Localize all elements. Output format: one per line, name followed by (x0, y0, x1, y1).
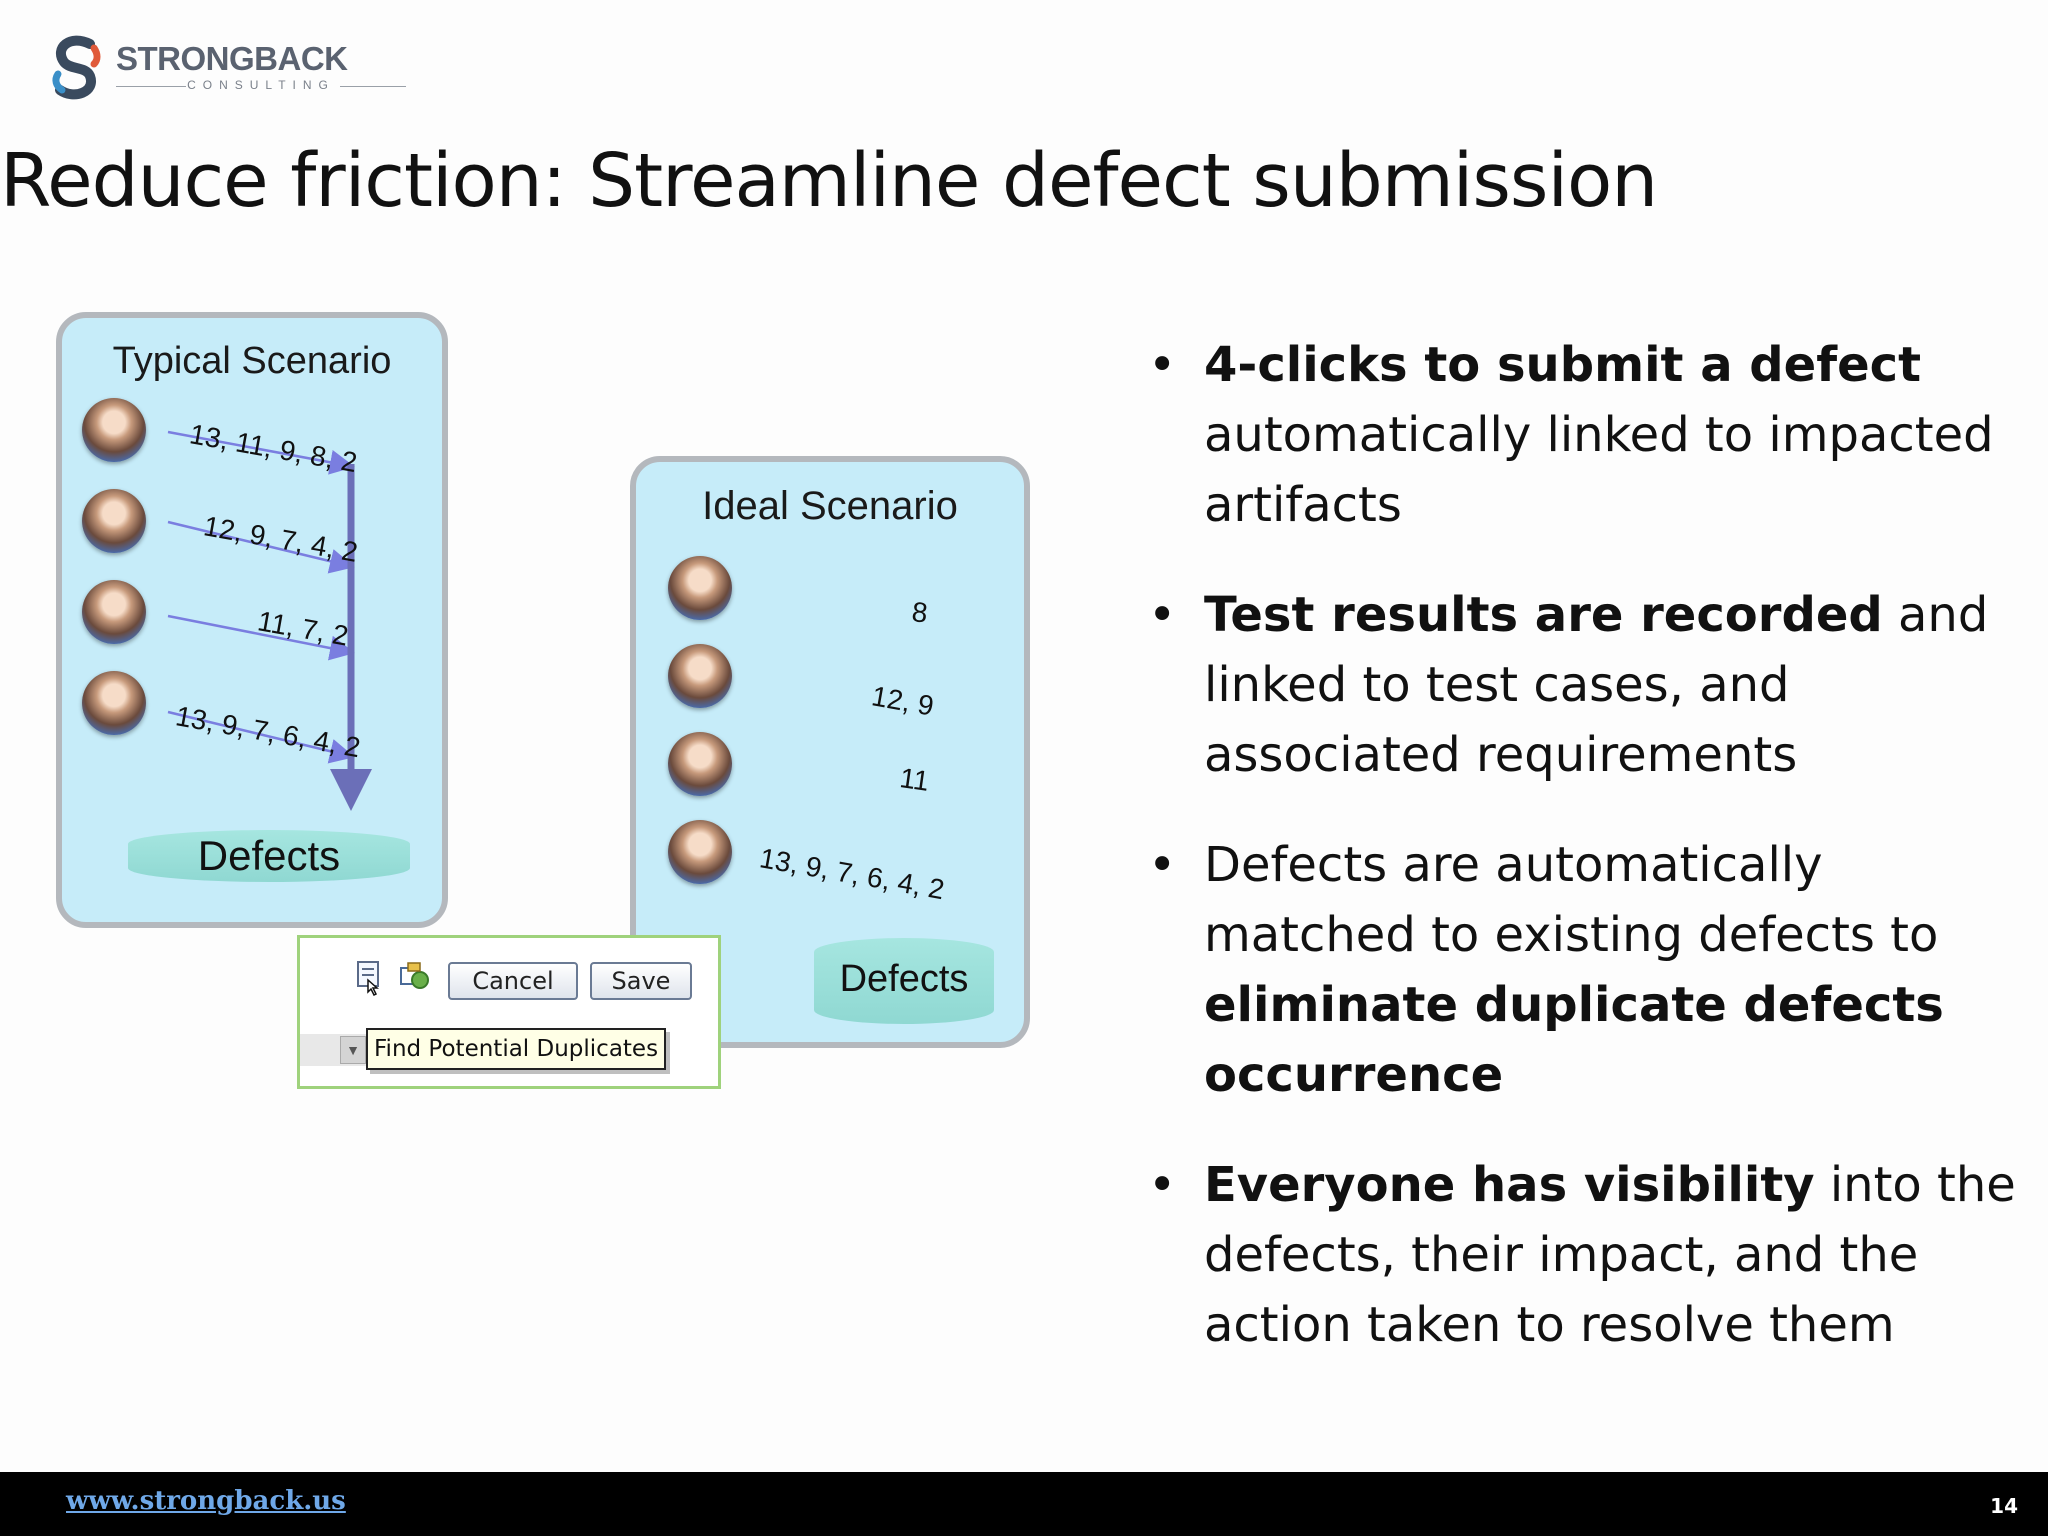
bullet-item-1: • 4-clicks to submit a defect automatica… (1148, 330, 2028, 540)
typical-defects-db (128, 830, 410, 882)
ideal-defects-label: Defects (839, 958, 969, 1000)
avatar-6 (668, 644, 732, 708)
logo-tagline: CONSULTING (187, 78, 335, 92)
company-logo: STRONGBACK CONSULTING (50, 34, 410, 104)
bullet-list: • 4-clicks to submit a defect automatica… (1148, 330, 2028, 1400)
avatar-5 (668, 556, 732, 620)
avatar-1 (82, 398, 146, 462)
website-link[interactable]: www.strongback.us (66, 1486, 346, 1516)
logo-mark-icon (52, 35, 101, 100)
cancel-button[interactable]: Cancel (448, 962, 578, 1000)
duplicate-finder-screenshot: Cancel Save ▼ Find Potential Duplicates (297, 935, 721, 1089)
bullet-marker: • (1148, 837, 1177, 893)
link-items-icon[interactable] (398, 960, 432, 994)
bullet-4-bold: Everyone has visibility (1204, 1157, 1815, 1213)
avatar-2 (82, 489, 146, 553)
avatar-7 (668, 732, 732, 796)
avatar-3 (82, 580, 146, 644)
chevron-down-icon: ▼ (340, 1036, 366, 1064)
typical-scenario-title: Typical Scenario (112, 340, 392, 382)
bullet-3-text: Defects are automatically matched to exi… (1204, 837, 1939, 963)
ideal-scenario-title: Ideal Scenario (702, 484, 958, 528)
partial-dropdown[interactable]: ▼ (300, 1034, 368, 1066)
find-duplicates-tooltip: Find Potential Duplicates (366, 1028, 667, 1070)
ideal-defects-db (814, 938, 994, 1024)
logo-rule-left (116, 86, 186, 87)
bullet-3-bold: eliminate duplicate defects occurrence (1204, 977, 1944, 1103)
page-number: 14 (1990, 1494, 2018, 1518)
logo-name: STRONGBACK (116, 40, 348, 77)
find-duplicates-icon[interactable] (354, 960, 388, 996)
slide-title: Reduce friction: Streamline defect submi… (0, 138, 1658, 224)
bullet-marker: • (1148, 587, 1177, 643)
bullet-1-text: automatically linked to impacted artifac… (1204, 407, 1994, 533)
avatar-4 (82, 671, 146, 735)
bullet-marker: • (1148, 337, 1177, 393)
ideal-sequence-1: 8 (910, 596, 930, 629)
ideal-sequence-3: 11 (897, 762, 932, 797)
save-button[interactable]: Save (590, 962, 692, 1000)
footer-bar: www.strongback.us 14 (0, 1472, 2048, 1536)
bullet-4-text: into the defects, their impact, and the … (1204, 1157, 2016, 1353)
bullet-item-2: • Test results are recorded and linked t… (1148, 580, 2028, 790)
typical-defects-label: Defects (197, 832, 341, 879)
bullet-item-4: • Everyone has visibility into the defec… (1148, 1150, 2028, 1360)
avatar-8 (668, 820, 732, 884)
bullet-item-3: • Defects are automatically matched to e… (1148, 830, 2028, 1110)
bullet-marker: • (1148, 1157, 1177, 1213)
bullet-1-bold: 4-clicks to submit a defect (1204, 337, 1922, 393)
logo-rule-right (340, 86, 406, 87)
bullet-2-text: and linked to test cases, and associated… (1204, 587, 1989, 783)
bullet-2-bold: Test results are recorded (1204, 587, 1883, 643)
